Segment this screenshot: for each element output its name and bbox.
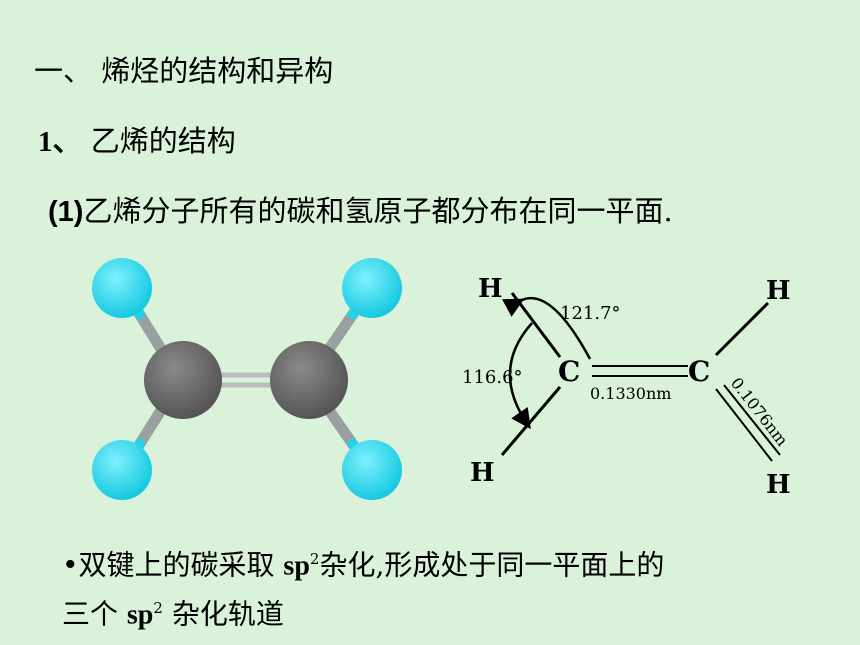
- sp-label: sp: [283, 550, 310, 582]
- angle-hch-label: 116.6°: [462, 367, 523, 388]
- subsection-number: 1、: [38, 126, 82, 158]
- ch-bond-bottom-right-a: [715, 388, 773, 462]
- section-heading: 一、 烯烃的结构和异构: [34, 54, 334, 88]
- bullet-text: •双键上的碳采取: [62, 548, 284, 582]
- atom-h-top-left: H: [478, 274, 503, 304]
- atom-h-top-right: H: [766, 276, 791, 306]
- bond-cc-length: 0.1330nm: [590, 384, 671, 403]
- ch-bond-top-left: [510, 292, 562, 358]
- angle-arc-hcc: [502, 296, 592, 360]
- angle-arc-hch: [508, 322, 533, 430]
- bullet-text: 三个: [62, 597, 127, 631]
- angle-hcc-label: 121.7°: [560, 303, 621, 324]
- point-text: 乙烯分子所有的碳和氢原子都分布在同一平面.: [83, 194, 673, 228]
- superscript: 2: [309, 550, 320, 568]
- bond-ch-length: 0.1076nm: [727, 374, 792, 450]
- atom-h-bottom-left: H: [470, 458, 495, 488]
- sp-label: sp: [126, 599, 154, 631]
- ethylene-structure-diagram: H H H H C C 121.7° 116.6° 0.1330nm 0.107…: [462, 274, 792, 500]
- hydrogen-atom: [342, 440, 402, 500]
- ch-bond-bottom-right-b: [723, 384, 781, 456]
- carbon-atom: [270, 341, 348, 419]
- ch-bond-bottom-left: [500, 386, 562, 456]
- bullet-text: 杂化轨道: [162, 597, 284, 631]
- bullet-line-2: 三个 sp2 杂化轨道: [62, 587, 664, 636]
- ethylene-ball-stick-model: [92, 258, 402, 500]
- point-1: (1)乙烯分子所有的碳和氢原子都分布在同一平面.: [48, 188, 673, 230]
- subsection-heading: 1、 乙烯的结构: [38, 118, 236, 160]
- superscript: 2: [153, 599, 163, 618]
- bullet-line-1: •双键上的碳采取 sp2杂化,形成处于同一平面上的: [62, 538, 664, 587]
- atom-h-bottom-right: H: [766, 470, 791, 500]
- atom-c-left: C: [558, 355, 580, 388]
- atom-c-right: C: [688, 355, 710, 388]
- hydrogen-atom: [92, 258, 152, 318]
- ch-bond-top-right: [714, 301, 770, 357]
- hydrogen-atom: [92, 440, 152, 500]
- point-number: (1): [48, 196, 84, 228]
- carbon-atom: [144, 341, 222, 419]
- bullet-note: •双键上的碳采取 sp2杂化,形成处于同一平面上的 三个 sp2 杂化轨道: [62, 538, 664, 637]
- hydrogen-atom: [342, 258, 402, 318]
- bullet-text: 杂化,形成处于同一平面上的: [319, 548, 665, 582]
- subsection-title: 乙烯的结构: [90, 124, 236, 158]
